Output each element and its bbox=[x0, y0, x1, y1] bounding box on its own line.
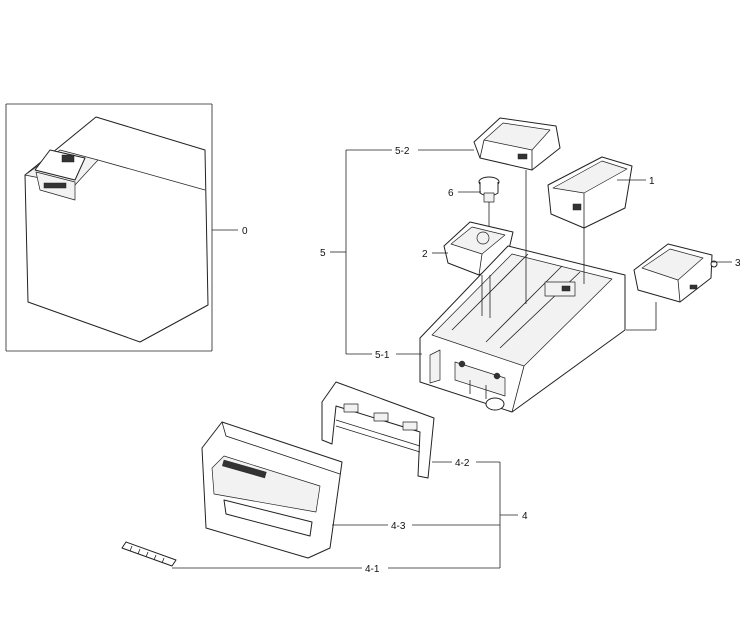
label-3: 3 bbox=[735, 258, 741, 269]
part-4-2-frame bbox=[321, 381, 435, 479]
label-4-3: 4-3 bbox=[391, 521, 406, 532]
label-5: 5 bbox=[320, 248, 326, 259]
part-4-1-strip bbox=[121, 541, 177, 567]
label-5-2: 5-2 bbox=[395, 146, 410, 157]
label-6: 6 bbox=[448, 188, 454, 199]
part-4-3-panel bbox=[201, 421, 343, 559]
part-1-cup bbox=[547, 156, 633, 229]
leader-lines bbox=[172, 149, 732, 569]
label-1: 1 bbox=[649, 176, 655, 187]
part-0-cabinet bbox=[5, 103, 213, 352]
part-3-tray bbox=[633, 243, 718, 303]
part-5-1-housing bbox=[419, 245, 626, 413]
label-4-1: 4-1 bbox=[365, 564, 380, 575]
part-6-cap bbox=[478, 176, 500, 203]
label-0: 0 bbox=[242, 226, 248, 237]
label-5-1: 5-1 bbox=[375, 350, 390, 361]
callout-labels: 0 5 5-2 5-1 6 2 1 3 4-2 4-3 4 4-1 bbox=[242, 146, 741, 575]
label-4: 4 bbox=[522, 511, 528, 522]
label-2: 2 bbox=[422, 249, 428, 260]
part-5-2-compartment bbox=[473, 117, 561, 171]
label-4-2: 4-2 bbox=[455, 458, 470, 469]
